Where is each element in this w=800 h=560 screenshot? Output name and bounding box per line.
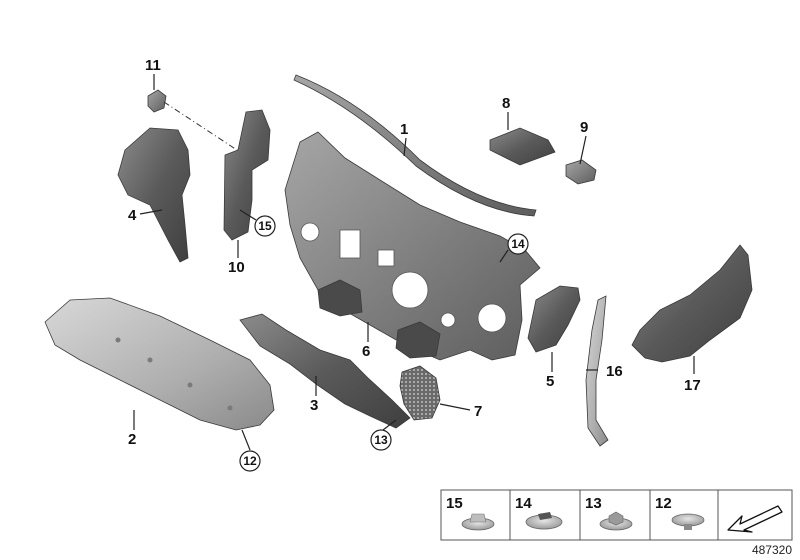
bulkhead-openings [300,222,507,333]
pad-part-8 [489,127,556,166]
block-part-9 [565,159,597,185]
callout-15-text: 15 [258,219,272,233]
label-9: 9 [580,119,588,136]
legend-label-15: 15 [446,495,463,512]
label-8: 8 [502,95,510,112]
fastener-14-icon [525,512,563,530]
insulation-part-4 [117,127,191,263]
label-6: 6 [362,343,370,360]
legend-label-12: 12 [655,495,672,512]
label-3: 3 [310,397,318,414]
strip-part-16 [585,295,609,447]
insulation-part-17 [631,244,753,363]
fastener-15-icon [461,513,495,531]
callout-15: 15 [254,215,276,237]
callout-13: 13 [370,429,392,451]
fastener-12-icon [671,513,705,530]
callout-12-text: 12 [243,454,257,468]
fastener-13-icon [599,511,633,531]
label-5: 5 [546,373,554,390]
fastener-legend: 15 14 13 12 [440,489,793,541]
legend-cell-arrow [717,489,793,541]
label-7: 7 [474,403,482,420]
bracket-part-10 [223,109,271,241]
bulkhead-bulge-2 [395,321,441,359]
bulkhead-bulge [317,279,363,317]
label-10: 10 [228,259,245,276]
seal-strip-part [293,74,537,217]
dash-dot-line [163,101,241,153]
cap-part-11 [147,89,167,113]
label-4: 4 [128,207,137,224]
callout-12: 12 [239,450,261,472]
insulation-part-5 [527,285,581,353]
callout-13-text: 13 [374,433,388,447]
leader-lines [133,74,695,451]
callout-14-text: 14 [511,237,525,251]
label-17: 17 [684,377,701,394]
document-number: 487320 [752,543,792,557]
mesh-part-7 [399,365,441,421]
legend-label-14: 14 [515,495,532,512]
floor-pad-part-2 [44,297,275,431]
label-1: 1 [400,121,408,138]
floor-pad-dots [115,337,233,411]
legend-label-13: 13 [585,495,602,512]
label-16: 16 [606,363,623,380]
callout-14: 14 [507,233,529,255]
label-11: 11 [145,57,161,74]
tunnel-insulation-part-3 [239,313,411,429]
label-2: 2 [128,431,136,448]
direction-arrow-icon [727,505,783,533]
